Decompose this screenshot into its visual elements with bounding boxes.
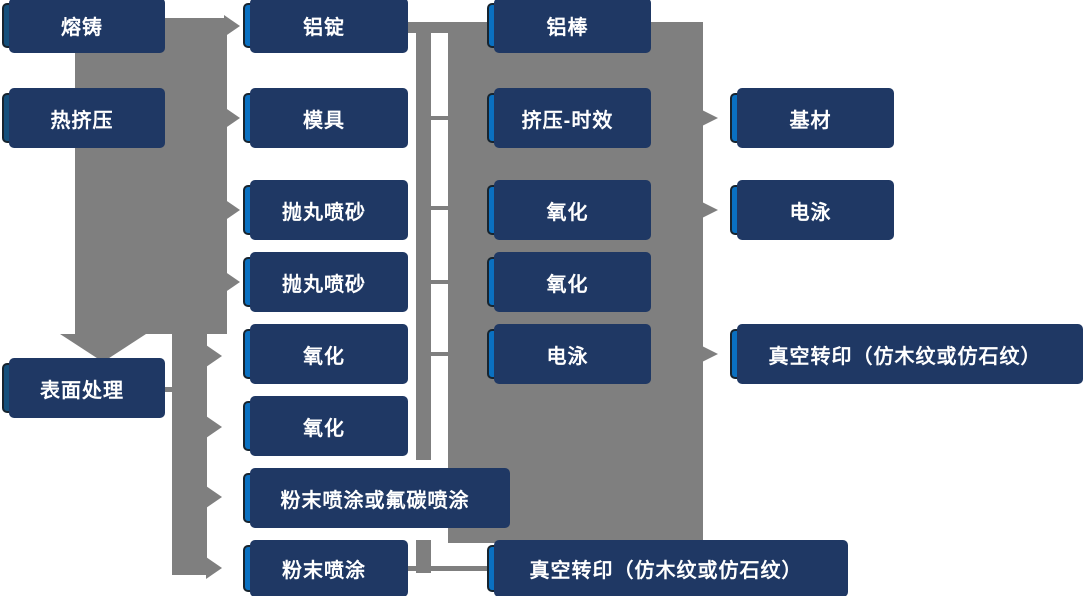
node-substrate: 基材 xyxy=(730,88,894,148)
arrowhead-to-electrophoresis-col4-icon xyxy=(702,202,718,218)
node-mold: 模具 xyxy=(243,88,408,148)
node-aluminum-ingot: 铝锭 xyxy=(243,0,408,53)
connector-lower-left-trunk xyxy=(172,334,207,575)
node-oxidation-col3-2: 氧化 xyxy=(487,252,651,312)
node-vacuum-transfer-bottom: 真空转印（仿木纹或仿石纹） xyxy=(487,540,848,596)
arrowhead-to-powder-fluoro-icon xyxy=(206,486,222,508)
arrowhead-to-shot-blasting-1-icon xyxy=(224,199,240,221)
connector-crossing-row2 xyxy=(431,116,448,120)
node-oxidation-col3-1: 氧化 xyxy=(487,180,651,240)
arrowhead-to-mold-icon xyxy=(224,107,240,129)
arrowhead-to-oxidation-row6-icon xyxy=(206,416,222,438)
connector-crossing-row5 xyxy=(431,352,448,356)
node-shot-blasting-1: 抛丸喷砂 xyxy=(243,180,408,240)
connector-mid-band-upper xyxy=(416,22,431,460)
node-label: 抛丸喷砂 xyxy=(282,201,366,224)
node-label: 基材 xyxy=(789,109,832,132)
node-label: 表面处理 xyxy=(40,379,124,402)
arrowhead-to-powder-coating-icon xyxy=(206,557,222,579)
node-label: 真空转印（仿木纹或仿石纹） xyxy=(768,345,1042,368)
node-label: 氧化 xyxy=(303,345,345,368)
connector-crossing-row3 xyxy=(431,206,448,210)
node-label: 真空转印（仿木纹或仿石纹） xyxy=(529,560,803,582)
node-powder-coating: 粉末喷涂 xyxy=(243,540,408,596)
node-electrophoresis-col4: 电泳 xyxy=(730,180,894,240)
node-aluminum-rod: 铝棒 xyxy=(487,0,651,53)
node-vacuum-transfer-right: 真空转印（仿木纹或仿石纹） xyxy=(730,324,1083,384)
node-shot-blasting-2: 抛丸喷砂 xyxy=(243,252,408,312)
node-oxidation-col2-2: 氧化 xyxy=(243,396,408,456)
arrowhead-to-oxidation-row5-icon xyxy=(206,345,222,367)
node-powder-or-fluorocarbon-coating: 粉末喷涂或氟碳喷涂 xyxy=(243,468,510,528)
node-label: 氧化 xyxy=(303,417,345,440)
node-hot-extrusion: 热挤压 xyxy=(2,88,165,148)
node-label: 电泳 xyxy=(546,345,589,368)
node-label: 粉末喷涂或氟碳喷涂 xyxy=(280,489,470,512)
node-label: 氧化 xyxy=(546,201,589,224)
connector-crossing-row4 xyxy=(431,280,448,284)
connector-mid-band-lower xyxy=(416,540,431,573)
node-label: 电泳 xyxy=(789,201,832,224)
arrowhead-to-shot-blasting-2-icon xyxy=(224,271,240,293)
node-label: 热挤压 xyxy=(50,109,114,132)
node-label: 粉末喷涂 xyxy=(282,560,366,582)
node-label: 熔铸 xyxy=(61,17,103,39)
node-label: 抛丸喷砂 xyxy=(282,273,366,296)
node-surface-treatment: 表面处理 xyxy=(2,358,165,418)
node-label: 氧化 xyxy=(546,273,589,296)
node-extrusion-aging: 挤压-时效 xyxy=(487,88,651,148)
connector-surface-treatment-stub xyxy=(160,387,176,392)
arrowhead-to-surface-treatment-icon xyxy=(60,334,146,362)
node-label: 铝锭 xyxy=(303,17,345,39)
node-electrophoresis-col3: 电泳 xyxy=(487,324,651,384)
arrowhead-to-aluminum-ingot-icon xyxy=(224,15,240,37)
node-label: 铝棒 xyxy=(546,17,589,39)
arrowhead-to-substrate-icon xyxy=(702,110,718,126)
node-melting-casting: 熔铸 xyxy=(2,0,165,53)
node-oxidation-col2-1: 氧化 xyxy=(243,324,408,384)
connector-crossing-row1 xyxy=(405,22,448,33)
connector-left-trunk xyxy=(75,18,227,334)
node-label: 挤压-时效 xyxy=(521,109,614,132)
arrowhead-to-vacuum-transfer-right-icon xyxy=(702,346,718,362)
connector-bottom-row-link xyxy=(405,566,487,571)
node-label: 模具 xyxy=(303,109,345,132)
